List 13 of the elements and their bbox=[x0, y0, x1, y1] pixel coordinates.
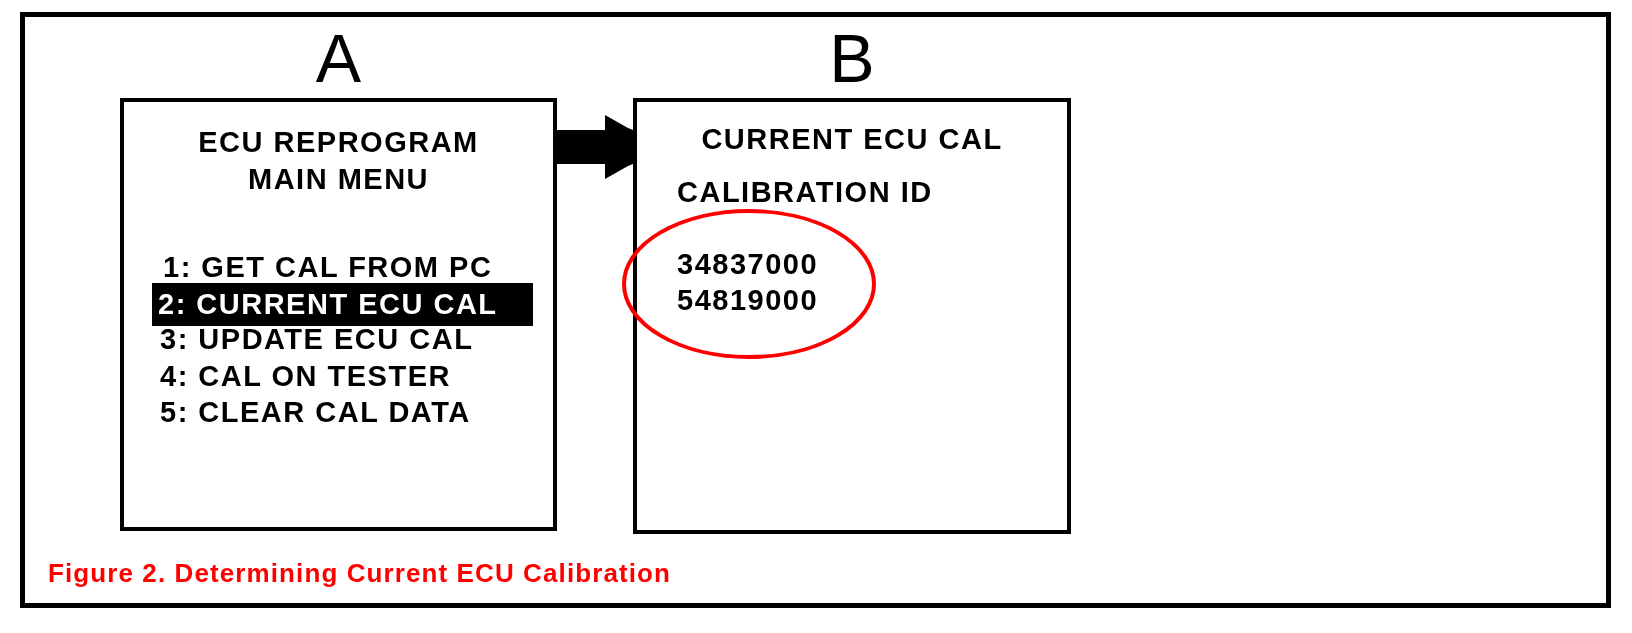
panel-letter: A bbox=[315, 24, 362, 92]
highlighted-menu-item: 2: CURRENT ECU CAL bbox=[152, 283, 533, 326]
menu-item: 1: GET CAL FROM PC bbox=[163, 250, 493, 285]
panel-letter: B bbox=[829, 24, 875, 92]
figure-caption: Figure 2. Determining Current ECU Calibration bbox=[48, 558, 671, 588]
menu-item: 4: CAL ON TESTER bbox=[160, 359, 451, 394]
highlight-ellipse bbox=[622, 209, 876, 359]
menu-item: 5: CLEAR CAL DATA bbox=[160, 395, 471, 430]
menu-title: ECU REPROGRAM MAIN MENU bbox=[197, 125, 480, 197]
calibration-number: 34837000 bbox=[677, 247, 819, 282]
field-label: CALIBRATION ID bbox=[677, 175, 933, 210]
calibration-number: 54819000 bbox=[677, 283, 819, 318]
screen-title: CURRENT ECU CAL bbox=[701, 122, 1003, 157]
